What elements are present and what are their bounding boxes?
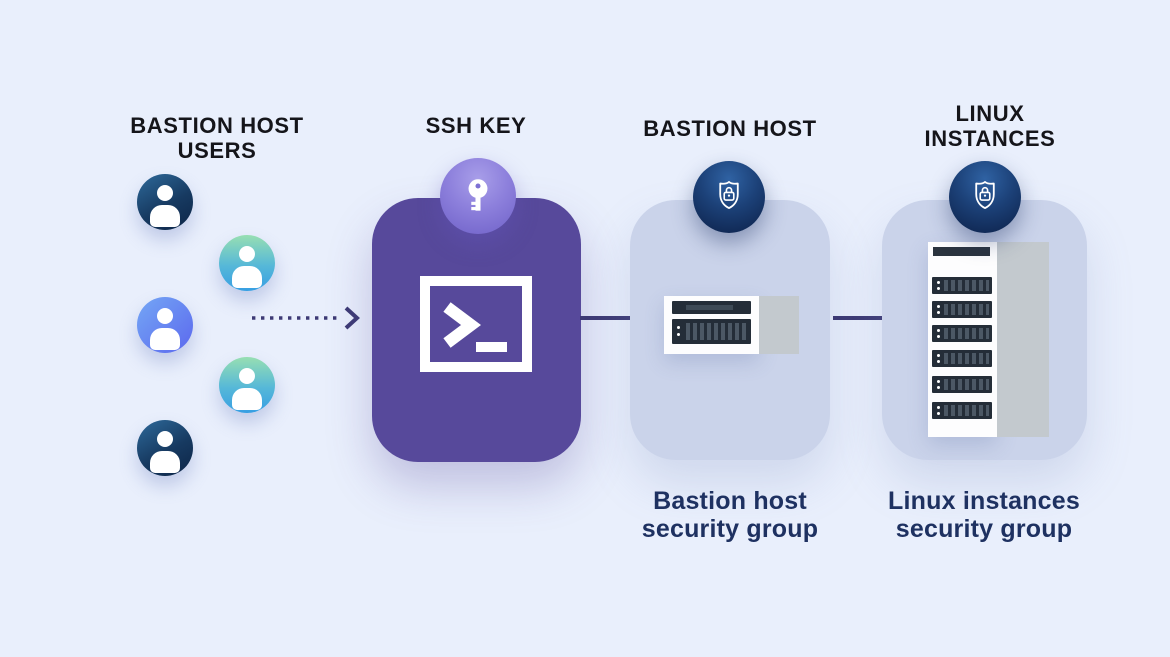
user-icon xyxy=(219,235,275,291)
user-body xyxy=(150,451,180,473)
server-vents xyxy=(944,353,989,364)
users-title: BASTION HOST USERS xyxy=(130,113,304,163)
user-body xyxy=(150,328,180,350)
user-body xyxy=(232,266,262,288)
server-led xyxy=(937,305,940,308)
user-icon xyxy=(137,420,193,476)
server-led xyxy=(937,287,940,290)
server-vents xyxy=(944,328,989,339)
server-vents xyxy=(944,304,989,315)
user-body xyxy=(150,205,180,227)
server-unit xyxy=(932,301,992,318)
server-led xyxy=(937,335,940,338)
server-unit xyxy=(932,350,992,367)
caption-line: security group xyxy=(895,515,1073,543)
server-led xyxy=(937,386,940,389)
server-side-panel xyxy=(759,296,799,354)
server-led xyxy=(937,406,940,409)
caption-line: security group xyxy=(641,515,819,543)
server-led xyxy=(937,281,940,284)
ssh-key-title: SSH KEY xyxy=(425,113,527,138)
server-led xyxy=(937,360,940,363)
rack-side-panel xyxy=(997,242,1049,437)
user-head xyxy=(239,246,255,262)
user-head xyxy=(157,185,173,201)
server-led xyxy=(677,326,680,329)
key-badge xyxy=(440,158,516,234)
server-vents xyxy=(944,405,989,416)
user-icon xyxy=(137,297,193,353)
server-led xyxy=(937,354,940,357)
server-led xyxy=(937,380,940,383)
caption-line: Bastion host xyxy=(653,487,807,515)
user-head xyxy=(157,308,173,324)
user-body xyxy=(232,388,262,410)
server-vents xyxy=(944,280,989,291)
key-icon xyxy=(468,179,488,211)
linux-security-group-caption: Linux instances security group xyxy=(859,487,1109,543)
server-slot xyxy=(672,301,751,314)
server-vents xyxy=(944,379,989,390)
ssh-key-box xyxy=(372,198,581,462)
bastion-security-group-caption: Bastion host security group xyxy=(605,487,855,543)
shield-badge xyxy=(949,161,1021,233)
user-icon xyxy=(137,174,193,230)
user-head xyxy=(157,431,173,447)
server-led xyxy=(937,412,940,415)
server-led xyxy=(937,329,940,332)
server-led xyxy=(677,333,680,336)
linux-instances-title: LINUX INSTANCES xyxy=(924,101,1056,151)
shield-lock-icon xyxy=(719,181,739,209)
server-vents xyxy=(686,323,747,340)
server-unit xyxy=(932,277,992,294)
server-unit xyxy=(932,325,992,342)
user-icon xyxy=(219,357,275,413)
user-head xyxy=(239,368,255,384)
server-unit xyxy=(672,319,751,344)
dotted-arrow-right-icon xyxy=(252,306,360,330)
terminal-icon xyxy=(420,276,532,372)
caption-line: Linux instances xyxy=(888,487,1080,515)
server-led xyxy=(937,311,940,314)
shield-lock-icon xyxy=(975,181,995,209)
server-slot-strip xyxy=(686,305,733,310)
bastion-host-title: BASTION HOST xyxy=(643,116,817,141)
server-unit xyxy=(932,376,992,393)
rack-top-slot xyxy=(933,247,990,256)
server-unit xyxy=(932,402,992,419)
shield-badge xyxy=(693,161,765,233)
